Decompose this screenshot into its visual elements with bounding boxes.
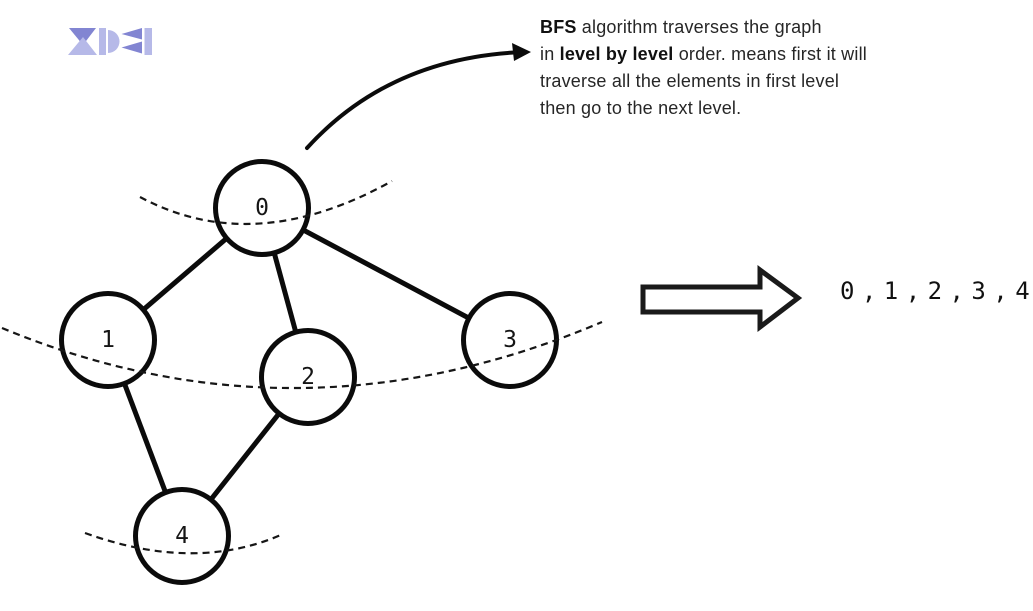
logo-e-top-triangle (121, 28, 142, 40)
result-arrow-icon (640, 265, 803, 333)
annotation-arrowhead-icon (512, 43, 531, 61)
description-line-3: traverse all the elements in first level (540, 71, 840, 91)
node-0-label: 0 (255, 195, 269, 221)
description-line-2: in level by level order. means first it … (540, 41, 1000, 68)
graph-node-0: 0 (213, 159, 311, 257)
logo-e-bottom-triangle (121, 41, 142, 54)
xde-logo-icon (68, 28, 152, 55)
bfs-description-text: BFS algorithm traverses the graph in lev… (540, 14, 1000, 122)
logo-d-bar (99, 28, 106, 55)
logo-x-bottom-triangle (68, 37, 97, 55)
level-by-level-bold-term: level by level (559, 44, 674, 64)
graph-node-4: 4 (133, 487, 231, 585)
traversal-result-sequence: 0 , 1 , 2 , 3 , 4 (840, 277, 1031, 305)
logo-d-bowl (108, 30, 120, 53)
bfs-bold-term: BFS (540, 17, 577, 37)
graph-node-2: 2 (259, 328, 357, 426)
graph-node-3: 3 (461, 291, 559, 389)
node-4-label: 4 (175, 523, 189, 549)
logo-e-bar (144, 28, 152, 55)
logo-x-top-triangle (69, 28, 96, 45)
graph-node-1: 1 (59, 291, 157, 389)
description-line-2-rest: order. means first it will (673, 44, 867, 64)
node-2-label: 2 (301, 364, 315, 390)
description-line-2-pre: in (540, 44, 560, 64)
node-1-label: 1 (101, 327, 115, 353)
description-line-1: BFS algorithm traverses the graph (540, 14, 1000, 41)
description-line-4: then go to the next level. (540, 98, 742, 118)
description-line-1-rest: algorithm traverses the graph (576, 17, 822, 37)
annotation-arrow (305, 50, 526, 150)
node-3-label: 3 (503, 327, 517, 353)
